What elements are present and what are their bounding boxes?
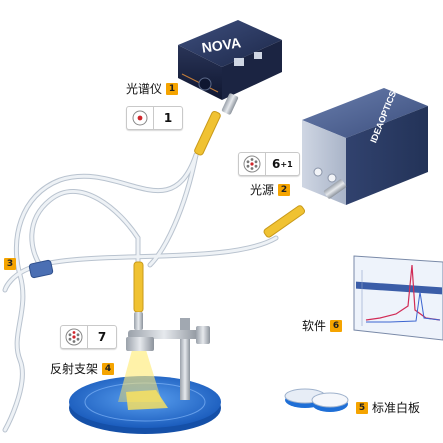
light-source-badge: 2 [278, 183, 291, 196]
white-standard-badge: 5 [356, 401, 368, 414]
light-source-name: 光源 [250, 183, 275, 197]
white-standard [284, 388, 349, 412]
software-name: 软件 [302, 319, 327, 333]
white-standard-label: 5 标准白板 [356, 399, 420, 416]
fiber-badge: 3 [4, 258, 16, 270]
light-source-fiber-count-sup: +1 [280, 159, 293, 169]
white-standard-name: 标准白板 [372, 401, 421, 415]
software-label: 软件 6 [302, 317, 343, 334]
bundle-fiber-icon [239, 153, 266, 175]
software-screenshot [353, 255, 443, 341]
light-source-fiber-count: 6 [272, 157, 281, 171]
spectrometer-badge: 1 [166, 82, 179, 95]
software-badge: 6 [330, 319, 343, 332]
fiber-splitter [28, 259, 54, 279]
sample-spot [126, 390, 168, 410]
light-source-knob [313, 167, 323, 177]
probe-connector [133, 261, 144, 330]
single-fiber-icon [127, 107, 154, 129]
bundle-fiber-icon-2 [61, 326, 88, 348]
reflection-stand-fiber-card: 7 [60, 325, 117, 349]
reflection-stand-badge: 4 [102, 362, 115, 375]
spectrometer-fiber-count: 1 [163, 111, 173, 125]
reflection-stand [69, 318, 221, 434]
spectrometer-label: 光谱仪 1 [126, 80, 179, 97]
spectrometer-device: NOVA [178, 20, 282, 100]
spectrometer-connector [194, 93, 239, 156]
reflection-stand-label: 反射支架 4 [50, 360, 115, 377]
light-source-label: 光源 2 [250, 181, 291, 198]
light-source-connector [263, 179, 347, 238]
fiber-cables [2, 152, 279, 433]
spectrometer-port [234, 58, 244, 66]
spectrometer-fan-icon [198, 77, 212, 91]
reflection-stand-fiber-count: 7 [97, 330, 107, 344]
reflection-stand-name: 反射支架 [50, 362, 99, 376]
light-source-device: IDEAOPTICS [302, 88, 428, 205]
spectrometer-name: 光谱仪 [126, 82, 163, 96]
light-beam [118, 350, 162, 402]
light-source-fiber-count-wrap: 6+1 [266, 153, 299, 175]
light-source-fiber-card: 6+1 [238, 152, 300, 176]
spectrometer-fiber-card: 1 [126, 106, 183, 130]
spectrometer-brand: NOVA [201, 34, 242, 55]
fiber-label: 3 [4, 258, 16, 270]
